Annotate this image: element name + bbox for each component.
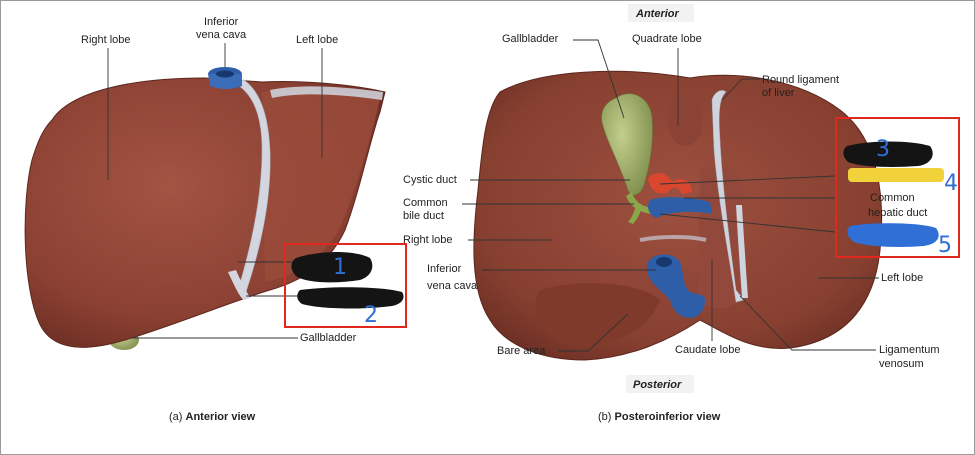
gallbladder-b: [601, 93, 653, 196]
label-gallbladder-b: Gallbladder: [502, 33, 559, 45]
label-right-lobe-a: Right lobe: [81, 34, 131, 46]
inferior-vena-cava-b: [646, 254, 706, 318]
label-right-lobe-b: Right lobe: [403, 234, 453, 246]
label-ivc-b-line2: vena cava: [427, 280, 478, 292]
ligamentum-venosum: [736, 205, 748, 298]
annotation-3: 3: [876, 137, 890, 162]
label-left-lobe-b: Left lobe: [881, 272, 923, 284]
round-ligament: [711, 90, 745, 303]
label-ligamentum-venosum-line1: Ligamentum: [879, 344, 940, 356]
label-quadrate-lobe: Quadrate lobe: [632, 33, 702, 45]
annotation-1: 1: [333, 255, 347, 280]
leader-gallbladder-b: [573, 39, 625, 119]
label-round-ligament-line1: Round ligament: [762, 74, 839, 86]
label-common-bile-duct-line2: bile duct: [403, 210, 444, 222]
leader-bare-area: [558, 313, 629, 352]
redaction-3: [843, 141, 933, 167]
annotation-4: 4: [944, 171, 958, 196]
annotation-2: 2: [364, 303, 378, 328]
caption-b-prefix: (b): [598, 411, 611, 423]
label-caudate-lobe: Caudate lobe: [675, 344, 740, 356]
bare-area-region: [535, 283, 660, 347]
posterior-tag-bg: [626, 375, 694, 393]
caption-b-title: Posteroinferior view: [615, 411, 721, 423]
annotation-5: 5: [938, 233, 952, 258]
label-posterior: Posterior: [633, 379, 682, 391]
label-common-hepatic-duct-line1: Common: [870, 192, 915, 204]
anterior-tag-bg: [628, 4, 694, 22]
highlight-box-a: [284, 243, 407, 328]
leader-redacted-5: [659, 213, 836, 233]
leader-ligamentum-venosum: [739, 295, 876, 351]
label-cystic-duct: Cystic duct: [403, 174, 457, 186]
label-common-hepatic-duct-line2: hepatic duct: [868, 207, 927, 219]
left-lobe-a: [262, 90, 380, 282]
redaction-5: [847, 223, 939, 247]
label-left-lobe-a: Left lobe: [296, 34, 338, 46]
leader-redacted-3: [659, 175, 836, 185]
portal-vein: [648, 197, 712, 218]
label-ivc-a-line1: Inferior: [204, 16, 239, 28]
cystic-duct-shape: [626, 192, 652, 214]
redaction-2: [297, 287, 404, 309]
anterior-view-panel: [24, 67, 386, 350]
label-bare-area: Bare area: [497, 345, 546, 357]
label-round-ligament-line2: of liver: [762, 87, 795, 99]
caption-a-prefix: (a): [169, 411, 182, 423]
label-gallbladder-a: Gallbladder: [300, 332, 357, 344]
label-ligamentum-venosum-line2: venosum: [879, 358, 924, 370]
quadrate-lobe-region: [668, 95, 702, 146]
label-anterior: Anterior: [635, 8, 680, 20]
label-ivc-b-line1: Inferior: [427, 263, 462, 275]
caption-b: (b) Posteroinferior view: [598, 411, 721, 423]
caption-a: (a) Anterior view: [169, 411, 256, 423]
highlight-yellow-4: [848, 168, 944, 182]
label-ivc-a-line2: vena cava: [196, 29, 247, 41]
leader-round-ligament: [721, 78, 760, 101]
highlight-box-b: [835, 117, 960, 258]
label-common-bile-duct-line1: Common: [403, 197, 448, 209]
redaction-1: [291, 252, 373, 283]
caption-a-title: Anterior view: [186, 411, 256, 423]
